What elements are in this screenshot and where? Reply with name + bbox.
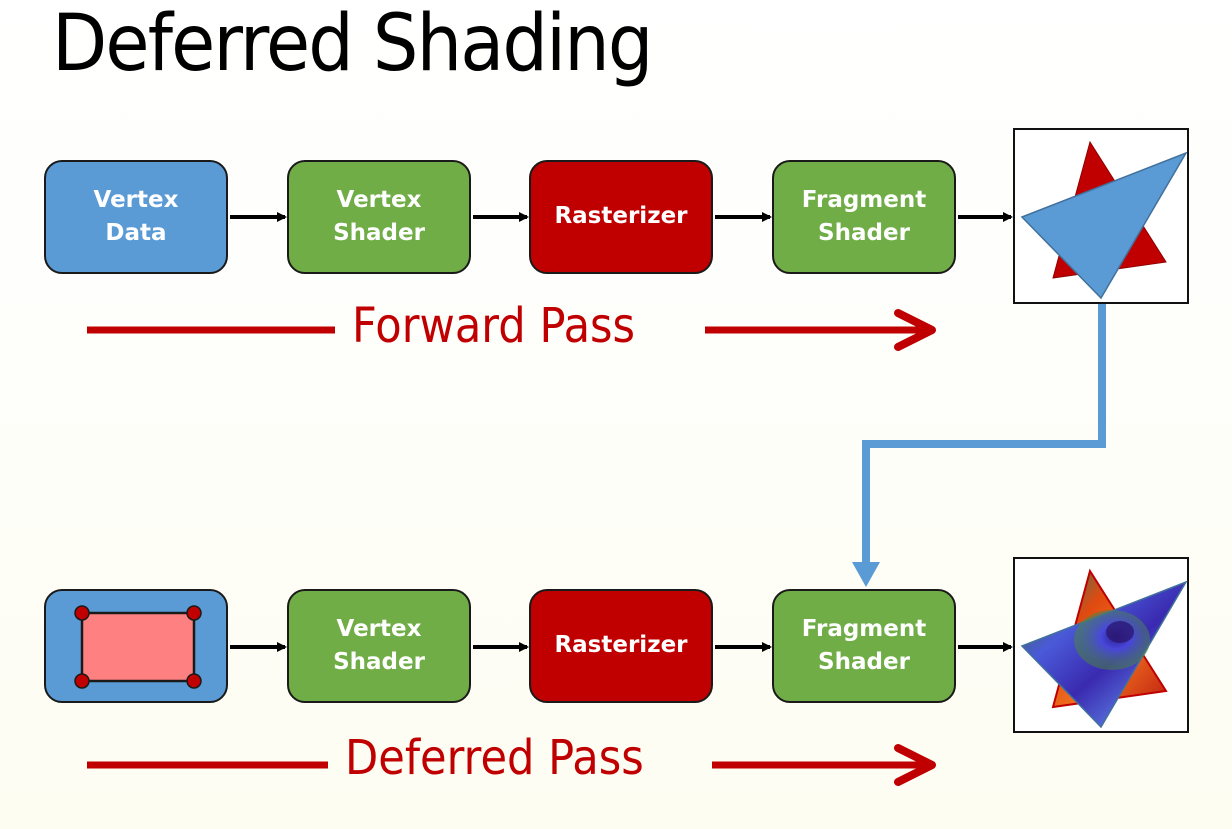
deferred-rasterizer-box: Rasterizer: [529, 589, 713, 703]
vertex-dot-icon: [186, 673, 202, 689]
deferred-fragment-shader-label-1: Fragment: [801, 615, 927, 642]
fullscreen-quad-icon: [74, 605, 202, 689]
deferred-vertex-shader-label-2: Shader: [333, 649, 425, 675]
rasterizer-box: Rasterizer: [529, 160, 713, 274]
deferred-fragment-shader-label-2: Shader: [818, 649, 910, 675]
deferred-vertex-shader-label-1: Vertex: [336, 615, 422, 642]
forward-pass-arrow-icon: [87, 309, 936, 351]
deferred-pass-arrow-icon: [87, 744, 936, 786]
fragment-shader-label-2: Shader: [818, 220, 910, 246]
vertex-shader-label-2: Shader: [333, 220, 425, 246]
vertex-dot-icon: [74, 673, 90, 689]
vertex-data-label-1: Vertex: [93, 186, 179, 213]
vertex-shader-label-1: Vertex: [336, 186, 422, 213]
vertex-dot-icon: [186, 605, 202, 621]
forward-pass-label: Forward Pass: [352, 298, 636, 354]
rasterizer-label: Rasterizer: [554, 203, 688, 230]
deferred-pass-label: Deferred Pass: [345, 730, 644, 786]
gbuffer-connector-arrow-icon: [852, 304, 1106, 587]
vertex-dot-icon: [74, 605, 90, 621]
textured-triangles-icon: [1020, 568, 1188, 729]
slide-title: Deferred Shading: [52, 0, 653, 89]
fragment-shader-label-1: Fragment: [801, 186, 927, 213]
vertex-data-label-2: Data: [105, 220, 167, 246]
flat-triangles-icon: [1020, 140, 1188, 300]
deferred-rasterizer-label: Rasterizer: [554, 632, 688, 659]
